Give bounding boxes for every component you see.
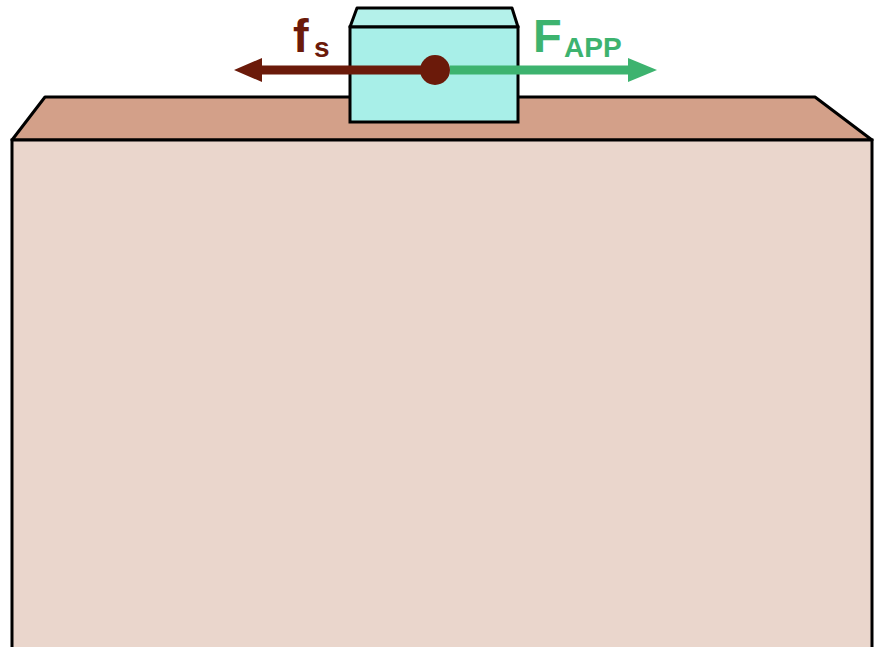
friction-arrow-head xyxy=(234,58,262,82)
table-front xyxy=(12,140,872,647)
force-symbol: F xyxy=(533,12,562,59)
force-subscript: s xyxy=(314,34,330,62)
applied-force-arrow-head xyxy=(628,58,657,82)
force-subscript: APP xyxy=(564,34,622,62)
force-symbol: f xyxy=(293,12,309,59)
center-point xyxy=(420,55,450,85)
block-top xyxy=(350,8,518,27)
applied-force-arrow-shaft xyxy=(450,66,632,75)
friction-arrow-shaft xyxy=(258,66,435,75)
